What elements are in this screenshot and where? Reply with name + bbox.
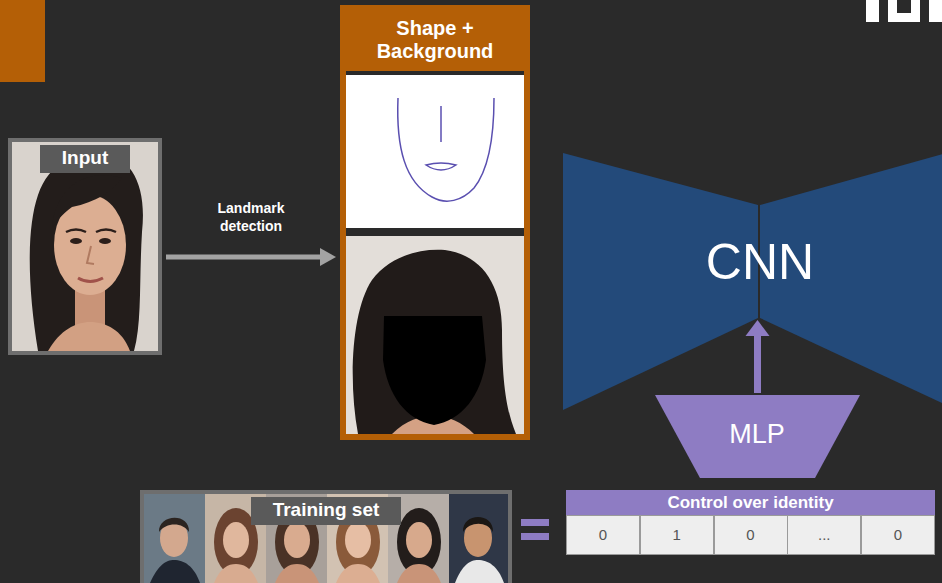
logo-fragment (866, 0, 942, 22)
cnn-hourglass-label: CNN (706, 235, 814, 290)
training-set-frame: Training set (140, 490, 512, 583)
vector-cell-label: 0 (746, 526, 754, 544)
thumb-background (144, 494, 205, 583)
hair (159, 518, 189, 532)
mouth-line (426, 163, 456, 170)
sketch-background (346, 75, 524, 228)
conditioning-arrow-group (746, 320, 770, 393)
shoulders (214, 564, 258, 583)
hair (353, 250, 516, 434)
vector-cell: 0 (714, 515, 788, 555)
eye (70, 238, 82, 244)
identity-vector-label: Control over identity (566, 490, 935, 515)
eyebrow (96, 230, 116, 233)
jacket (150, 560, 200, 583)
corner-block (0, 0, 45, 82)
face-mask (383, 316, 486, 425)
equals-bar (521, 519, 549, 526)
logo-bar (866, 0, 879, 22)
vector-cell-label: 0 (894, 526, 902, 544)
vector-cell-label: 0 (599, 526, 607, 544)
masked-face-photo (346, 236, 524, 434)
vector-cell: 0 (566, 515, 640, 555)
edge-label: Landmark detection (199, 199, 303, 235)
hair (463, 517, 493, 532)
landmark-arrow-group (166, 248, 336, 266)
logo-ring (888, 0, 920, 22)
eye (99, 238, 111, 244)
identity-vector: Control over identity 0 1 0... 0 (566, 490, 935, 555)
arrow-head (320, 248, 336, 266)
landmark-arrow (166, 255, 321, 260)
nose (87, 246, 94, 264)
input-frame-label: Input (40, 145, 130, 173)
training-set-frame-label: Training set (251, 497, 402, 525)
jaw-line (398, 98, 494, 201)
mlp-trapezoid-label: MLP (729, 420, 785, 450)
photo-background (12, 142, 158, 351)
hair (30, 152, 143, 351)
input-face-photo (12, 142, 158, 351)
edge-label-holder: Landmark detection (199, 199, 303, 235)
vector-cell: 1 (640, 515, 714, 555)
shoulders (336, 564, 380, 583)
shoulders (397, 564, 441, 583)
equals-bar (521, 533, 549, 540)
input-frame: Input (8, 138, 162, 355)
conditioning-arrow (754, 335, 761, 393)
shoulders (275, 564, 319, 583)
logo-bar (929, 0, 942, 22)
eyebrow (66, 230, 86, 233)
mouth (78, 278, 103, 282)
vector-cell-label: 1 (673, 526, 681, 544)
logo-hole (897, 0, 911, 13)
landmark-sketch (346, 75, 524, 228)
outline-part (655, 395, 860, 478)
vector-cell: 0 (861, 515, 935, 555)
nose-line (440, 106, 442, 142)
thumb-background (449, 494, 508, 583)
vector-cell: ... (787, 515, 861, 555)
equals-sign (521, 519, 549, 540)
shape-background-frame: Shape + Background (340, 5, 530, 440)
photo-background (346, 236, 524, 434)
shirt (455, 560, 504, 583)
cnn-hourglass: CNN (563, 150, 942, 410)
vector-cell-label: ... (818, 526, 831, 544)
arrow-head (746, 320, 770, 336)
shoulders (48, 322, 130, 351)
face (345, 522, 371, 558)
training-faces (144, 494, 508, 583)
bangs (52, 175, 122, 228)
face (223, 522, 249, 558)
face (406, 522, 432, 558)
face (284, 522, 310, 558)
shape-background-frame-label: Shape + Background (346, 11, 524, 71)
mlp-trapezoid: MLP (655, 395, 860, 478)
